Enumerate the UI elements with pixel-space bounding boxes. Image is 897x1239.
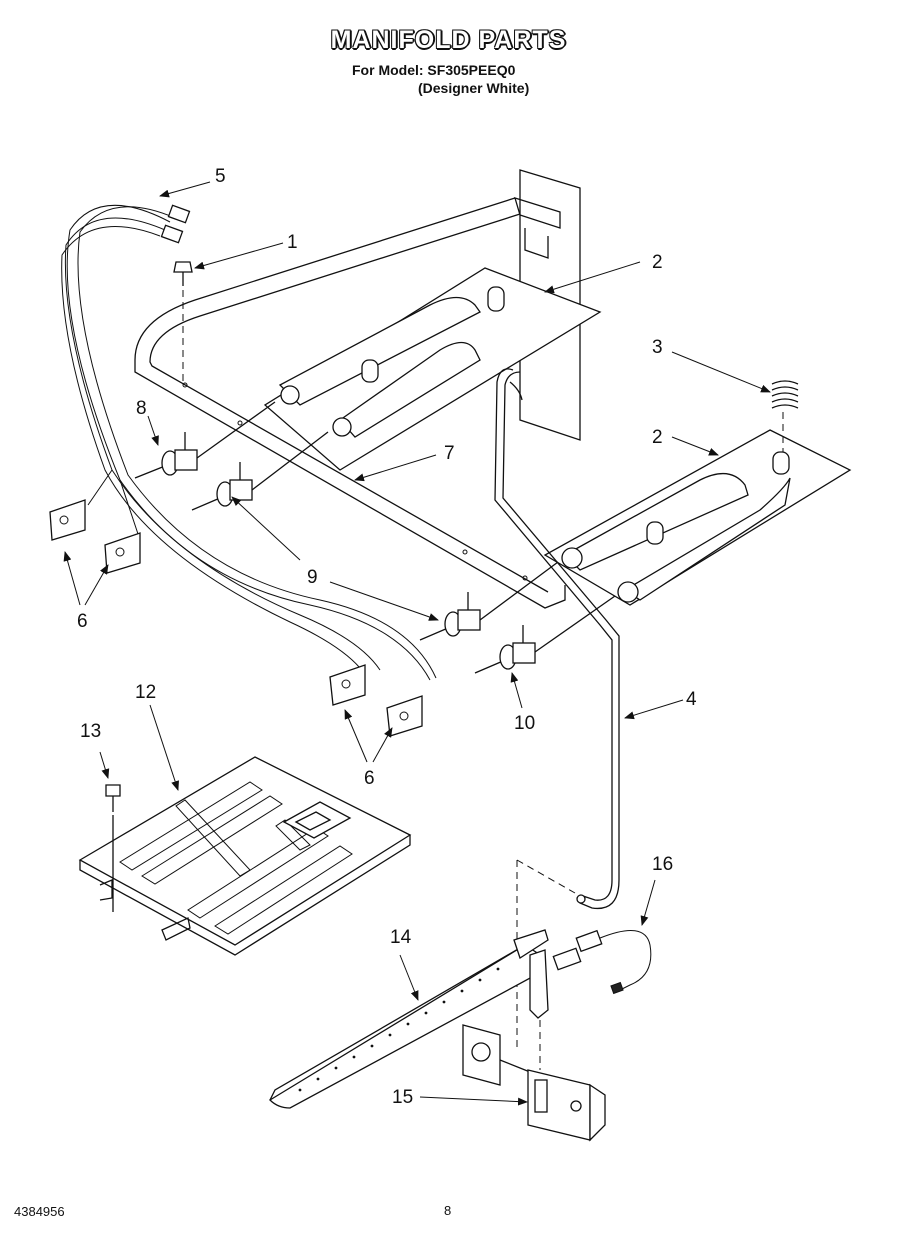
callout-1: 1	[287, 232, 298, 253]
burner-tray-lower	[543, 429, 852, 606]
callout-2a: 2	[652, 252, 663, 273]
callout-4: 4	[686, 689, 697, 710]
spring	[771, 380, 799, 452]
callout-3: 3	[652, 337, 663, 358]
page-number: 8	[444, 1203, 452, 1218]
callout-7: 7	[444, 443, 455, 464]
oven-safety-valve	[462, 1024, 606, 1142]
wire-harness	[61, 204, 437, 681]
document-number: 4384956	[14, 1204, 65, 1219]
oven-burner-tube	[268, 929, 549, 1109]
callout-10: 10	[514, 713, 535, 734]
callout-12: 12	[135, 682, 156, 703]
page-title: MANIFOLD PARTS	[330, 26, 567, 54]
burner-box-plate	[78, 756, 412, 956]
screw-1	[173, 261, 193, 383]
gas-supply-tube	[494, 368, 620, 910]
callout-16: 16	[652, 854, 673, 875]
ignitor-switches	[49, 499, 423, 737]
callout-9: 9	[307, 567, 318, 588]
callout-13: 13	[80, 721, 101, 742]
callout-6a: 6	[77, 611, 88, 632]
manifold-pipe	[134, 197, 566, 609]
screw-13	[105, 784, 121, 912]
burner-valves	[134, 401, 616, 674]
callout-5: 5	[215, 166, 226, 187]
oven-ignitor	[552, 929, 652, 995]
callout-8: 8	[136, 398, 147, 419]
callout-labels: 1 2 2 3 4 5 6 6 7 8 9 10 12 13 14 15 16	[77, 166, 697, 1108]
burner-tray-upper	[263, 267, 602, 471]
callout-15: 15	[392, 1087, 413, 1108]
assembly-guide-lines	[516, 859, 576, 1070]
callout-2b: 2	[652, 427, 663, 448]
callout-6b: 6	[364, 768, 375, 789]
designer-label: (Designer White)	[418, 80, 530, 96]
callout-14: 14	[390, 927, 412, 948]
leader-lines	[63, 181, 771, 1106]
model-number: For Model: SF305PEEQ0	[352, 62, 516, 78]
